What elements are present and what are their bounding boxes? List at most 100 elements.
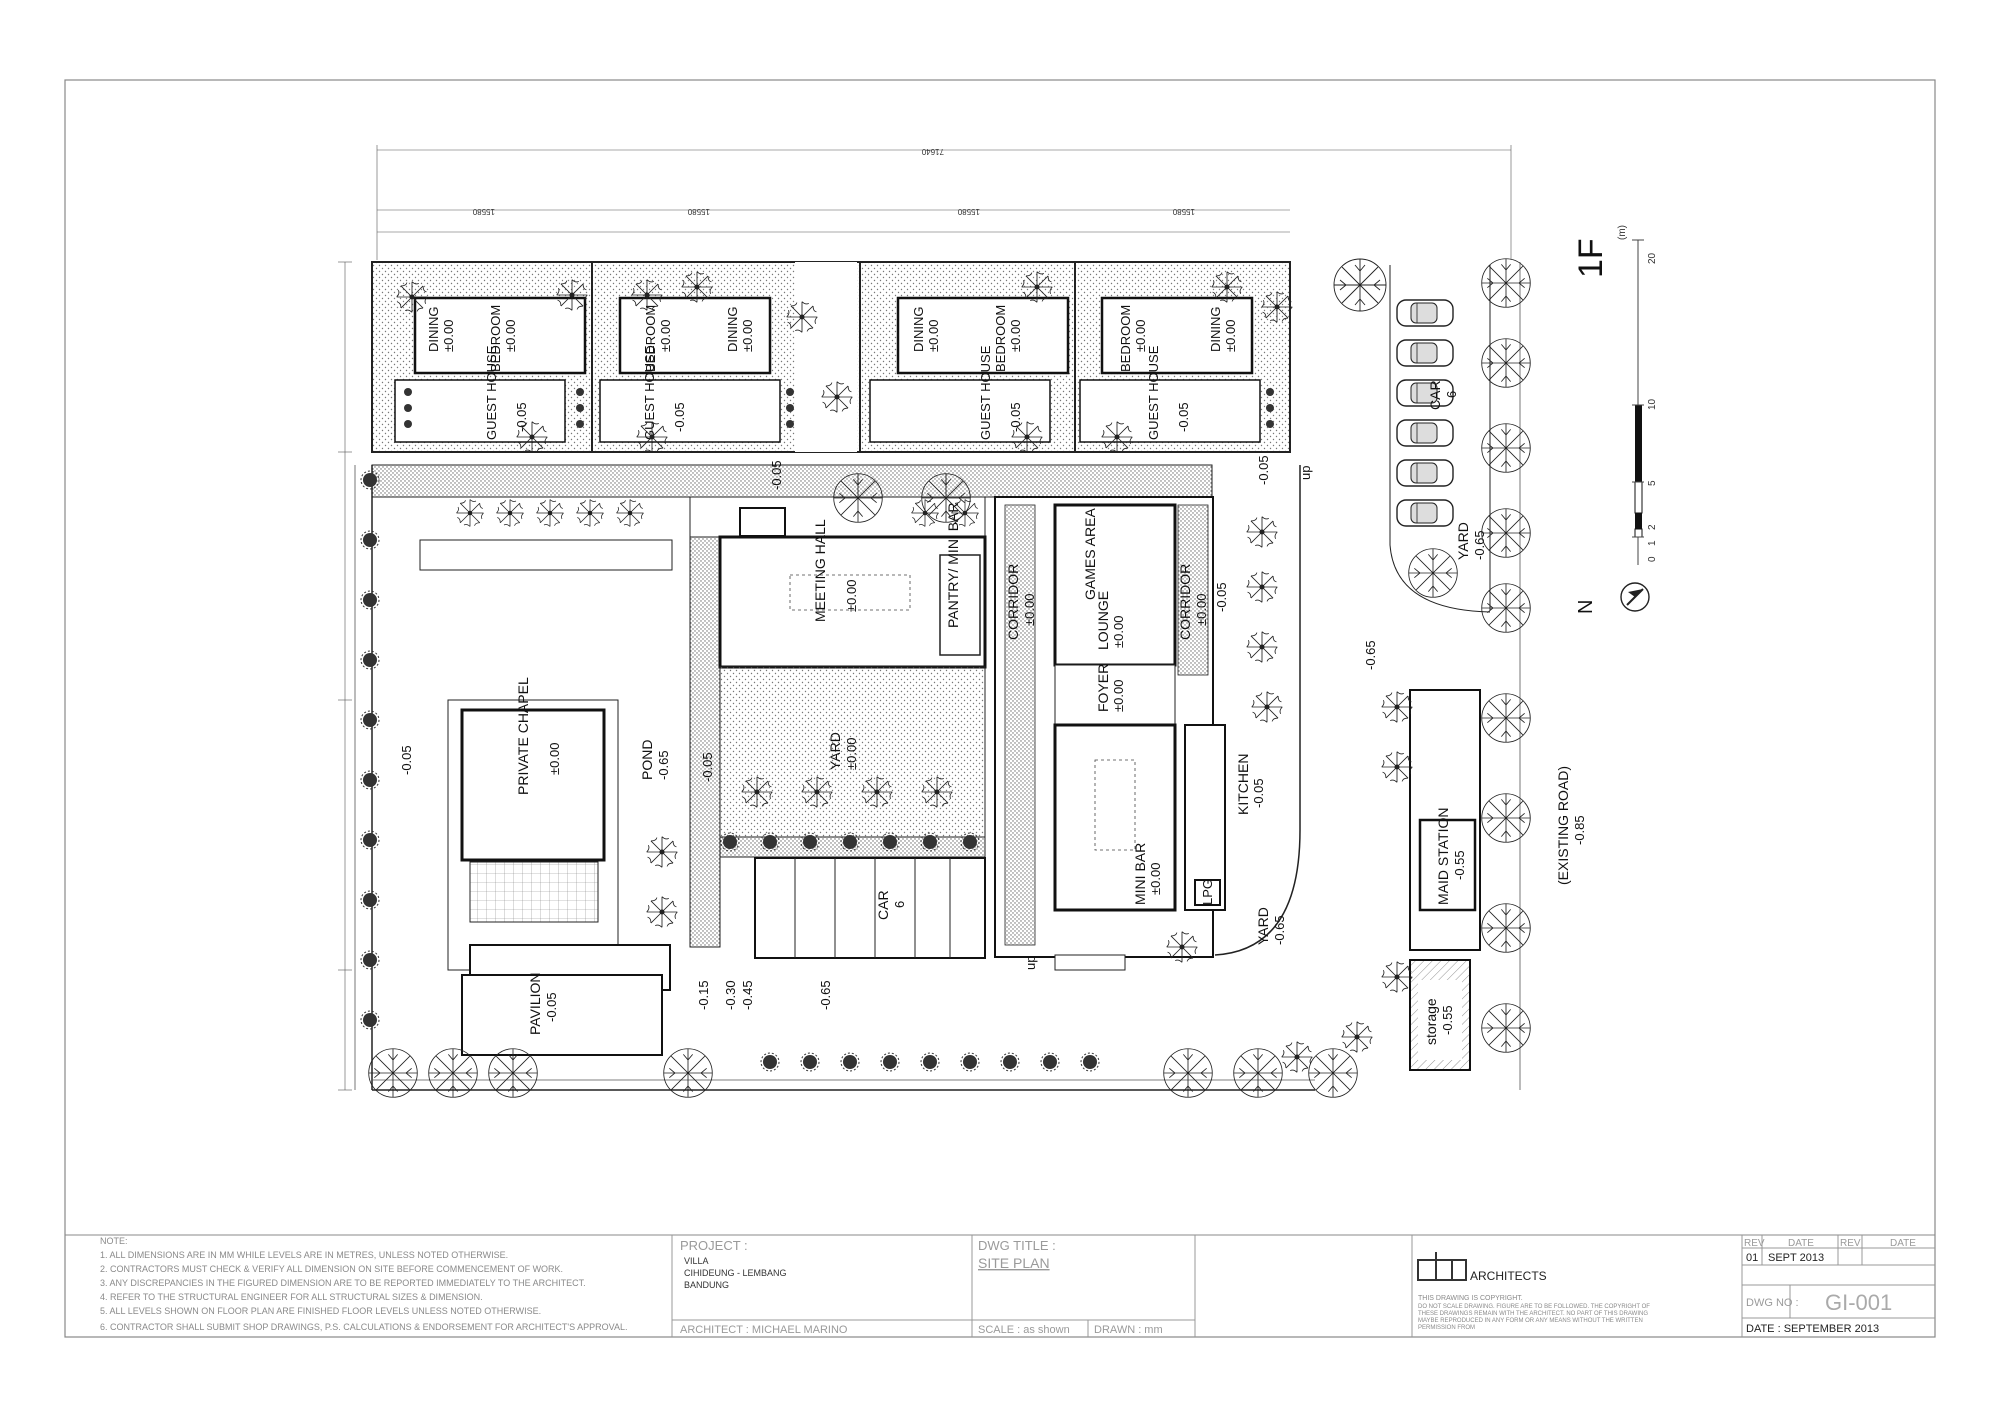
block-dimension-text: 15580 (472, 207, 495, 216)
storage-label: storage (1423, 998, 1439, 1045)
date-header: DATE (1890, 1238, 1916, 1249)
existing-road-label: (EXISTING ROAD) (1555, 766, 1571, 885)
car-label: CAR (875, 890, 891, 920)
dining-label: DINING (1208, 307, 1223, 353)
level-label: ±0.00 (1223, 320, 1238, 352)
up-label: up (1298, 466, 1313, 480)
kitchen-label: KITCHEN (1235, 754, 1251, 815)
central-yard: YARD ±0.00 -0.05 (700, 666, 986, 858)
pantry-label: PANTRY/ MINI BAR (945, 502, 961, 628)
dwg-title-label: DWG TITLE : (978, 1238, 1056, 1253)
bedroom-label: BEDROOM (488, 305, 503, 372)
level-label: ±0.00 (844, 738, 859, 770)
level-label: ±0.00 (547, 743, 562, 775)
maid-station-label: MAID STATION (1435, 808, 1451, 905)
level-label: -0.85 (1572, 815, 1587, 845)
pavilion-label: PAVILION (527, 972, 543, 1035)
level-label: ±0.00 (1022, 594, 1037, 626)
car-count-label: 6 (1444, 391, 1459, 398)
level-label: -0.65 (818, 980, 833, 1010)
project-line: BANDUNG (684, 1280, 729, 1290)
north-label: N (1575, 600, 1597, 614)
up-label: up (1023, 956, 1038, 970)
centre-car-park: CAR 6 (754, 857, 986, 959)
firm-logo (1417, 1259, 1467, 1281)
level-label: -0.05 (1256, 455, 1271, 485)
level-label: -0.05 (399, 745, 414, 775)
lpg-label: LPG (1200, 879, 1215, 905)
note-line: 3. ANY DISCREPANCIES IN THE FIGURED DIME… (100, 1278, 586, 1288)
level-label: ±0.00 (441, 320, 456, 352)
note-line: 4. REFER TO THE STRUCTURAL ENGINEER FOR … (100, 1292, 483, 1302)
scale-tick-5: 5 (1647, 480, 1658, 486)
level-label: -0.05 (769, 460, 784, 490)
level-label: -0.05 (544, 992, 559, 1022)
private-chapel-label: PRIVATE CHAPEL (515, 677, 531, 795)
project-line: CIHIDEUNG - LEMBANG (684, 1268, 787, 1278)
east-parking: CAR 6 YARD -0.65 -0.05 up -0.65 MAID STA… (1256, 262, 1587, 1090)
dwg-number: GI-001 (1825, 1290, 1892, 1315)
north-arrow (1620, 582, 1650, 612)
note-line: 1. ALL DIMENSIONS ARE IN MM WHILE LEVELS… (100, 1250, 508, 1260)
total-dimension-text: 71640 (921, 147, 944, 156)
corridor-label: CORRIDOR (1177, 564, 1193, 640)
rev-number: 01 (1746, 1252, 1758, 1264)
guest-house-label: GUEST HOUSE (484, 345, 499, 440)
level-label: -0.05 (700, 752, 715, 782)
note-line: 6. CONTRACTOR SHALL SUBMIT SHOP DRAWINGS… (100, 1322, 628, 1332)
sheet-border (64, 79, 1936, 1338)
scale-tick-10: 10 (1647, 398, 1658, 410)
scale-tick-2: 2 (1647, 524, 1658, 530)
level-label: -0.65 (1272, 915, 1287, 945)
level-label: -0.05 (1176, 402, 1191, 432)
left-dimensions (338, 261, 352, 1091)
level-label: ±0.00 (658, 320, 673, 352)
yard-label: YARD (1255, 907, 1271, 945)
copyright-text: DO NOT SCALE DRAWING. FIGURE ARE TO BE F… (1418, 1304, 1650, 1310)
copyright-text: MAYBE REPRODUCED IN ANY FORM OR ANY MEAN… (1418, 1318, 1643, 1324)
bedroom-label: BEDROOM (993, 305, 1008, 372)
car-label: CAR (1427, 380, 1443, 410)
level-label: -0.05 (1214, 582, 1229, 612)
level-label: ±0.00 (1008, 320, 1023, 352)
top-dimensions: 71640 15580 15580 15580 15580 (376, 145, 1512, 260)
level-label: ±0.00 (503, 320, 518, 352)
dining-label: DINING (426, 307, 441, 353)
level-label: -0.15 (696, 980, 711, 1010)
level-label: -0.05 (672, 402, 687, 432)
dining-label: DINING (725, 307, 740, 353)
dwg-no-label: DWG NO : (1746, 1297, 1799, 1309)
notes-title: NOTE: (100, 1236, 128, 1246)
level-label: -0.45 (740, 980, 755, 1010)
level-label: ±0.00 (1148, 863, 1163, 895)
meeting-hall-label: MEETING HALL (812, 519, 828, 622)
copyright-text: PERMISSION FROM (1418, 1325, 1475, 1331)
car-count-label: 6 (892, 901, 907, 908)
note-line: 2. CONTRACTORS MUST CHECK & VERIFY ALL D… (100, 1264, 563, 1274)
architect-line: ARCHITECT : MICHAEL MARINO (680, 1324, 848, 1336)
scale-bar (1632, 239, 1644, 565)
guest-house-label: GUEST HOUSE (642, 345, 657, 440)
block-dimension-text: 15580 (957, 207, 980, 216)
drawn-line: DRAWN : mm (1094, 1324, 1163, 1336)
level-label: -0.65 (1363, 640, 1378, 670)
level-label: -0.05 (1008, 402, 1023, 432)
level-label: -0.65 (656, 750, 671, 780)
yard-label: YARD (1455, 522, 1471, 560)
private-chapel: PRIVATE CHAPEL ±0.00 POND -0.65 -0.05 PA… (399, 677, 833, 1056)
level-label: ±0.00 (1194, 594, 1209, 626)
level-label: -0.05 (514, 402, 529, 432)
level-label: -0.05 (1251, 778, 1266, 808)
level-label: -0.30 (723, 980, 738, 1010)
guest-house-row: DINING ±0.00 BEDROOM ±0.00 GUEST HOUSE -… (371, 261, 1291, 453)
foyer-label: FOYER (1095, 664, 1111, 712)
bedroom-label: BEDROOM (1118, 305, 1133, 372)
scale-tick-0: 0 (1647, 556, 1658, 562)
note-line: 5. ALL LEVELS SHOWN ON FLOOR PLAN ARE FI… (100, 1306, 541, 1316)
level-label: -0.65 (1472, 530, 1487, 560)
guest-house-label: GUEST HOUSE (1146, 345, 1161, 440)
corridor-label: CORRIDOR (1005, 564, 1021, 640)
rev-header: REV (1744, 1238, 1765, 1249)
pond-label: POND (639, 740, 655, 780)
